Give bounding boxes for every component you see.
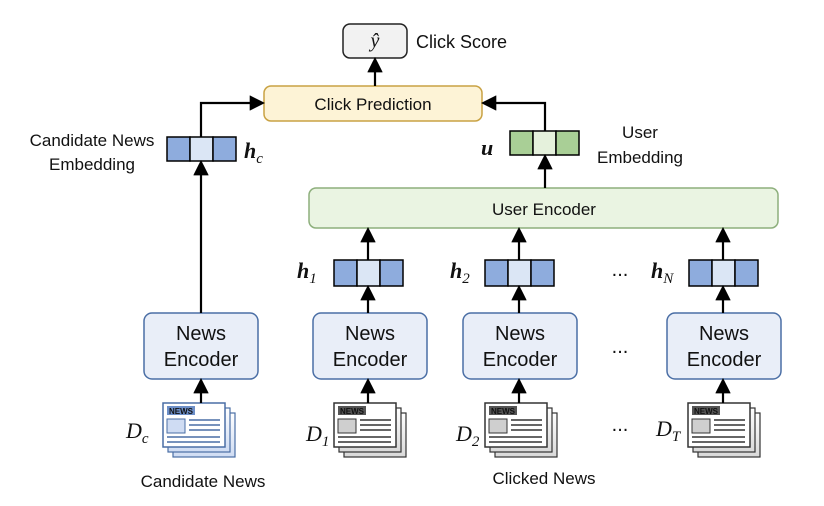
vector-cell bbox=[532, 130, 557, 156]
output-label: Click Score bbox=[416, 32, 507, 52]
vector-cell bbox=[734, 259, 759, 287]
vector-cell bbox=[555, 130, 580, 156]
vector-cell bbox=[530, 259, 555, 287]
click-prediction-node: Click Prediction bbox=[263, 85, 483, 122]
vector-cell bbox=[333, 259, 358, 287]
clicked-column-n: hN News Encoder DT NEWS bbox=[651, 258, 782, 458]
vector-cell bbox=[509, 130, 534, 156]
candidate-caption: Candidate News bbox=[141, 472, 266, 491]
candidate-encoder-label-line2: Encoder bbox=[164, 349, 239, 371]
newspaper-icon: NEWS bbox=[333, 402, 407, 458]
clicked-column-2: h2 News Encoder D2 NEWS bbox=[450, 258, 578, 458]
ellipsis-vectors: ... bbox=[612, 259, 629, 281]
ellipsis-documents: ... bbox=[612, 414, 629, 436]
clicked-vector-symbol: h1 bbox=[297, 258, 317, 287]
vector-cell bbox=[507, 259, 532, 287]
user-encoder-box bbox=[308, 187, 779, 229]
clicked-doc-symbol: D2 bbox=[455, 421, 480, 450]
candidate-newspaper-masthead: NEWS bbox=[169, 407, 194, 416]
vector-cell bbox=[212, 136, 237, 162]
newspaper-masthead: NEWS bbox=[491, 407, 516, 416]
arrow-candidate-to-prediction bbox=[199, 95, 266, 137]
arrow-user-to-prediction bbox=[480, 95, 547, 131]
user-label-line2: Embedding bbox=[597, 148, 683, 167]
newspaper-icon: NEWS bbox=[687, 402, 761, 458]
clicked-vector-symbol: hN bbox=[651, 258, 674, 287]
clicked-encoder-label-line1: News bbox=[345, 323, 395, 345]
candidate-column: Candidate News Embedding hc News Encoder… bbox=[30, 131, 266, 491]
user-vector-symbol: u bbox=[481, 135, 493, 160]
clicked-doc-symbol: DT bbox=[655, 416, 682, 445]
output-symbol: ŷ bbox=[369, 30, 380, 52]
click-prediction-label: Click Prediction bbox=[314, 95, 431, 114]
candidate-encoder-label-line1: News bbox=[176, 323, 226, 345]
newspaper-masthead: NEWS bbox=[694, 407, 719, 416]
clicked-encoder-label-line1: News bbox=[699, 323, 749, 345]
clicked-doc-symbol: D1 bbox=[305, 421, 329, 450]
candidate-vector-symbol: hc bbox=[244, 138, 263, 167]
candidate-embedding-label-line1: Candidate News bbox=[30, 131, 155, 150]
output-node: ŷ Click Score bbox=[342, 23, 507, 59]
user-encoder-label: User Encoder bbox=[492, 200, 596, 219]
candidate-newspaper-icon: NEWS bbox=[162, 402, 236, 458]
user-encoder-node: User Encoder bbox=[308, 187, 779, 229]
ellipsis-encoders: ... bbox=[612, 336, 629, 358]
clicked-encoder-label-line2: Encoder bbox=[333, 349, 408, 371]
arrows bbox=[193, 56, 731, 403]
vector-cell bbox=[379, 259, 404, 287]
candidate-news-encoder: News Encoder bbox=[143, 312, 259, 380]
user-label-line1: User bbox=[622, 123, 658, 142]
vector-cell bbox=[484, 259, 509, 287]
user-embedding: u User Embedding bbox=[481, 123, 683, 167]
clicked-caption: Clicked News bbox=[493, 469, 596, 488]
vector-cell bbox=[189, 136, 214, 162]
vector-cell bbox=[688, 259, 713, 287]
vector-cell bbox=[166, 136, 191, 162]
vector-cell bbox=[356, 259, 381, 287]
candidate-embedding-label-line2: Embedding bbox=[49, 155, 135, 174]
clicked-encoder-label-line1: News bbox=[495, 323, 545, 345]
clicked-encoder-label-line2: Encoder bbox=[687, 349, 762, 371]
clicked-encoder-label-line2: Encoder bbox=[483, 349, 558, 371]
clicked-vector-symbol: h2 bbox=[450, 258, 470, 287]
newspaper-masthead: NEWS bbox=[340, 407, 365, 416]
clicked-column-1: h1 News Encoder D1 NEWS bbox=[297, 258, 428, 458]
newspaper-icon: NEWS bbox=[484, 402, 558, 458]
candidate-doc-symbol: Dc bbox=[125, 418, 149, 447]
vector-cell bbox=[711, 259, 736, 287]
candidate-vector bbox=[166, 136, 237, 162]
